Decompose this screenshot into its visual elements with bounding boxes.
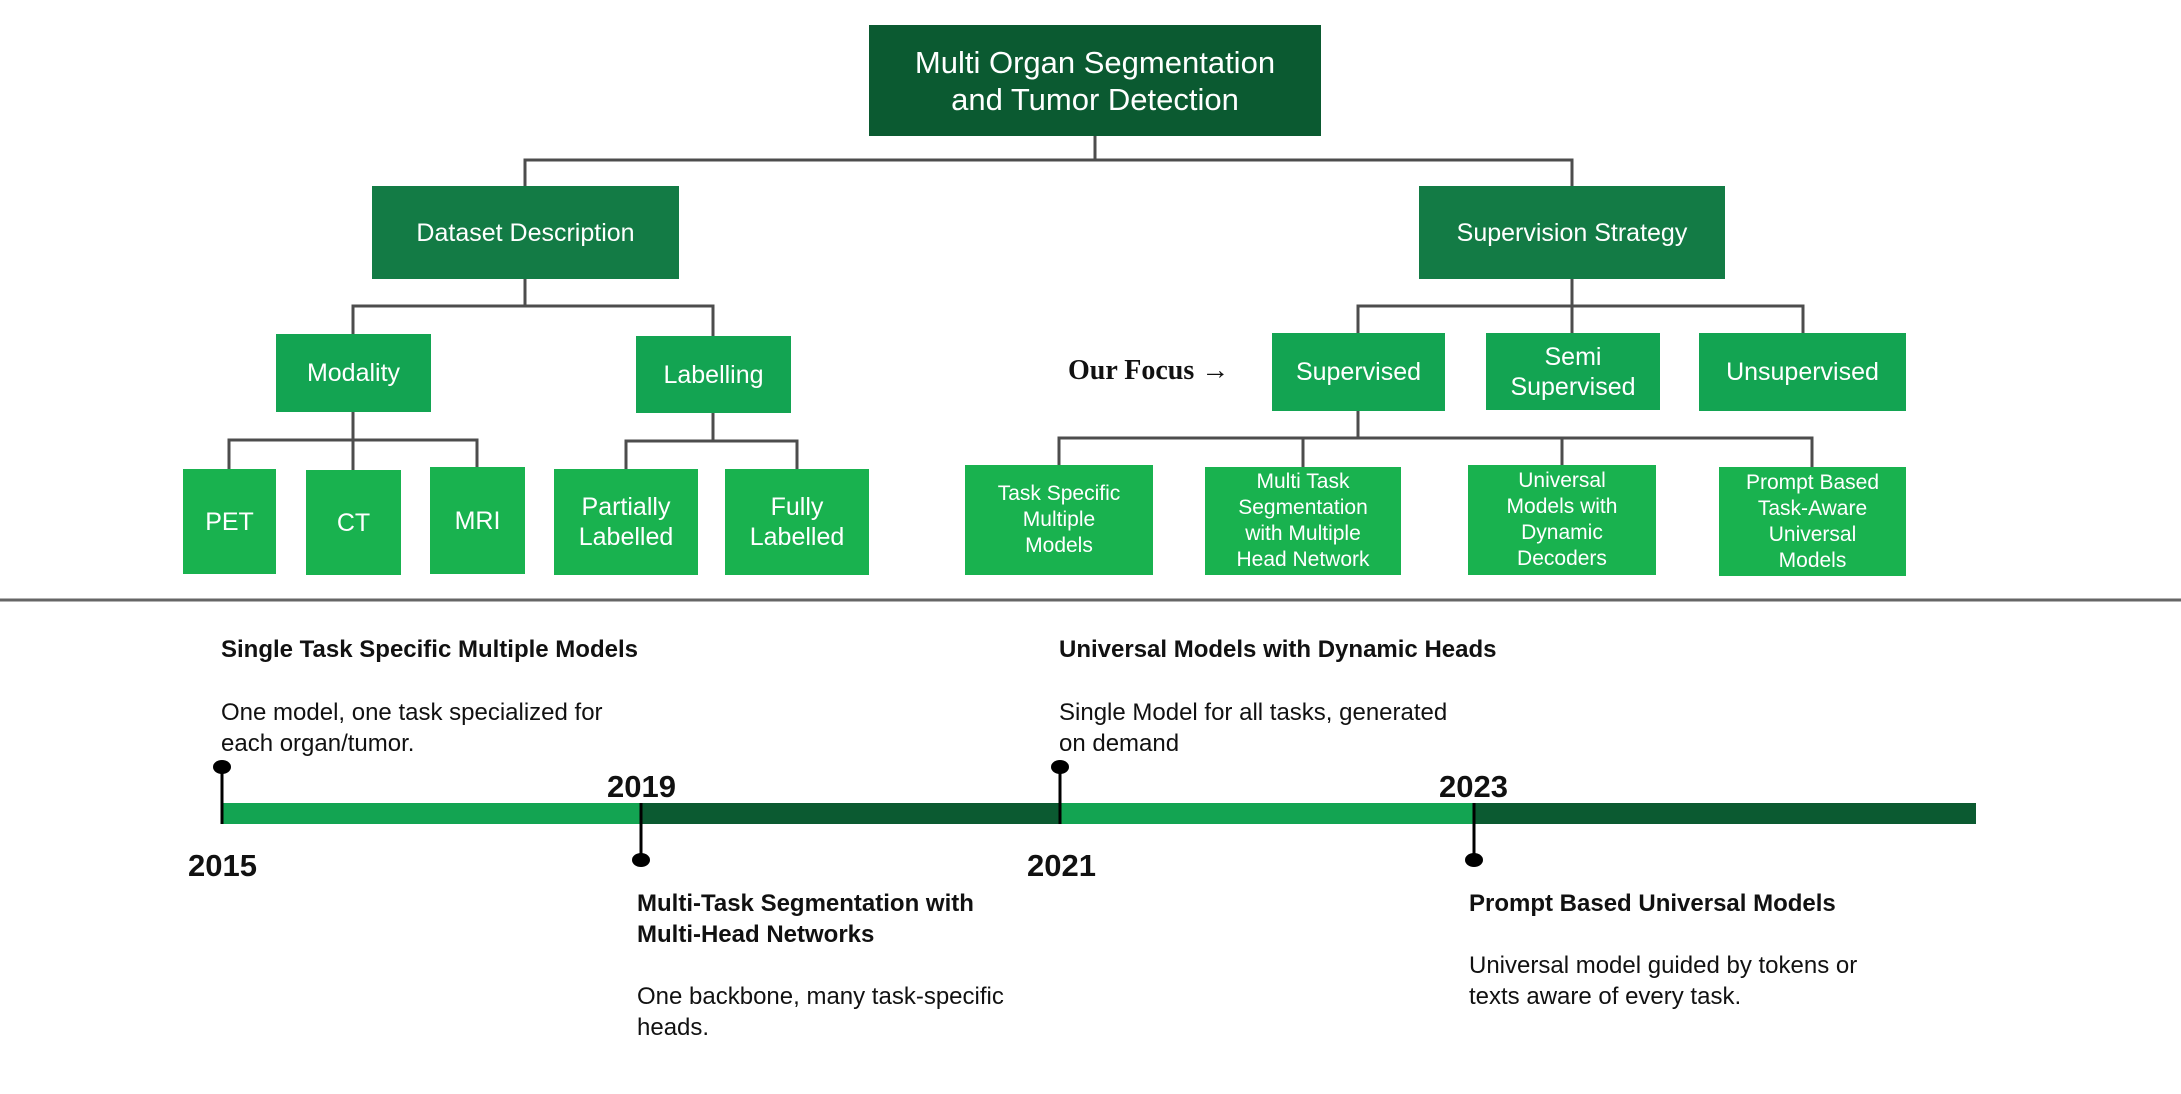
connector-root: [523, 136, 1097, 186]
ct-node: CT: [306, 470, 401, 575]
event-desc-2019: One backbone, many task-specific heads.: [637, 983, 1004, 1041]
year-label-2021: 2021: [1027, 848, 1096, 883]
supervision-strategy-node: Supervision Strategy: [1419, 186, 1725, 279]
connector-labelling-fully: [713, 439, 799, 469]
connector-supervision-unsup: [1572, 304, 1805, 333]
supervised-node: Supervised: [1272, 333, 1445, 411]
connector-modality-mri: [353, 438, 479, 467]
event-desc-2015: One model, one task specialized for each…: [221, 699, 603, 757]
timeline-segment-2023-end: [1474, 803, 1976, 824]
connector-supervised-b: [1301, 436, 1358, 467]
connector-dataset: [351, 279, 527, 334]
connector-supervision: [1356, 279, 1574, 333]
year-label-2019: 2019: [607, 769, 676, 804]
event-desc-2021: Single Model for all tasks, generated on…: [1059, 699, 1448, 757]
timeline-segment-2021-2023: [1060, 803, 1474, 824]
marker-dot-2021: [1051, 760, 1069, 774]
task-specific-models-node: Task Specific Multiple Models: [965, 465, 1153, 575]
year-label-2023: 2023: [1439, 769, 1508, 804]
pet-node: PET: [183, 469, 276, 574]
multi-task-segmentation-node: Multi Task Segmentation with Multiple He…: [1205, 467, 1401, 575]
year-label-2015: 2015: [188, 848, 257, 883]
connector-supervised-d: [1562, 436, 1814, 467]
marker-dot-2015: [213, 760, 231, 774]
connector-supervised: [1057, 411, 1360, 465]
connector-supervised-c: [1358, 436, 1564, 465]
root-node: Multi Organ Segmentation and Tumor Detec…: [869, 25, 1321, 136]
event-title-2015: Single Task Specific Multiple Models: [221, 636, 638, 663]
timeline-segment-2019-2021: [641, 803, 1060, 824]
dataset-description-node: Dataset Description: [372, 186, 679, 279]
marker-dot-2019: [632, 853, 650, 867]
connector-root-right: [1095, 158, 1574, 186]
prompt-based-universal-node: Prompt Based Task-Aware Universal Models: [1719, 467, 1906, 576]
event-title-2021: Universal Models with Dynamic Heads: [1059, 636, 1497, 663]
mri-node: MRI: [430, 467, 525, 574]
marker-dot-2023: [1465, 853, 1483, 867]
modality-node: Modality: [276, 334, 431, 412]
our-focus-label: Our Focus →: [1068, 355, 1230, 386]
semi-supervised-node: Semi Supervised: [1486, 333, 1660, 410]
event-desc-2023: Universal model guided by tokens or text…: [1469, 952, 1858, 1010]
connector-labelling: [624, 413, 715, 469]
partially-labelled-node: Partially Labelled: [554, 469, 698, 575]
connector-modality: [227, 412, 355, 469]
fully-labelled-node: Fully Labelled: [725, 469, 869, 575]
event-title-2023: Prompt Based Universal Models: [1469, 890, 1836, 917]
unsupervised-node: Unsupervised: [1699, 333, 1906, 411]
timeline-segment-2015-2019: [222, 803, 641, 824]
event-title-2019: Multi-Task Segmentation with Multi-Head …: [637, 890, 974, 948]
universal-dynamic-decoders-node: Universal Models with Dynamic Decoders: [1468, 465, 1656, 575]
connector-dataset-right: [525, 304, 715, 336]
labelling-node: Labelling: [636, 336, 791, 413]
